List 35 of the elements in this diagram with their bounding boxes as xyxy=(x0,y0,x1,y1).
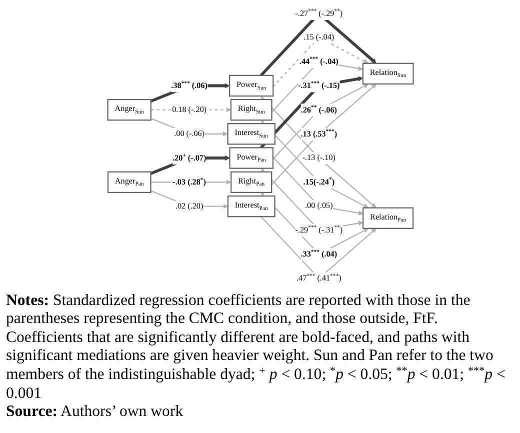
edge-label: -.29$^{***}$ (-.31$^{**}$) xyxy=(294,224,342,235)
edge-label: -.13 (-.10) xyxy=(302,154,335,162)
variable-box: Power$_{Sun}$ xyxy=(228,74,274,97)
arrow xyxy=(260,120,368,208)
edge-label: -.31$^{***}$ (-.15) xyxy=(298,80,340,90)
variable-box: Power$_{Pan}$ xyxy=(228,147,274,169)
edge-label: .00 (.05) xyxy=(304,202,332,210)
edge-label: .38$^{***}$ (.06) xyxy=(170,80,207,90)
variable-box: Relation$_{Sun}$ xyxy=(362,62,414,85)
variable-box: Right$_{Pan}$ xyxy=(230,171,272,194)
variable-box: Right$_{Sun}$ xyxy=(230,98,272,121)
edge-label: .15(-.24$^{*}$) xyxy=(302,176,334,187)
edge-label: .26$^{**}$ (-.06) xyxy=(300,104,336,114)
variable-box: Anger$_{Pan}$ xyxy=(106,171,151,194)
variable-box: Relation$_{Pan}$ xyxy=(362,207,414,230)
edge-label: .15 (-.04) xyxy=(303,33,334,42)
edge-label: .02 (.20) xyxy=(174,202,203,211)
arrow xyxy=(260,84,376,196)
arrow xyxy=(260,84,368,172)
edge-label: .13 (.53$^{***}$) xyxy=(300,128,337,139)
edge-label: .20$^{+}$ (-.07) xyxy=(172,152,206,163)
arrow xyxy=(259,76,363,149)
arrow xyxy=(260,96,376,208)
edge-label: .47$^{***}$ (.41$^{***}$) xyxy=(296,272,341,284)
edge-label: .33$^{***}$ (.04) xyxy=(300,248,337,259)
edge-label: -.03 (.28$^{*}$) xyxy=(172,176,206,187)
edge-label: -.27$^{***}$ (-.29$^{**}$) xyxy=(294,8,342,18)
edge-label: .00 (-.06) xyxy=(174,130,204,138)
variable-box: Interest$_{Pan}$ xyxy=(226,195,275,218)
variable-box: Anger$_{Sun}$ xyxy=(106,98,151,121)
variable-box: Interest$_{Sun}$ xyxy=(226,123,275,145)
edge-label: 0.18 (-.20) xyxy=(172,105,206,114)
edge-label: .44$^{***}$ (-.04) xyxy=(298,56,338,66)
notes-text: Notes: Standardized regression coefficients are reported with those in the parentheses representing the CMC condition, and those outside, FtF. Coefficients that are significantly different are bold-faced, and paths with significant mediations are given heavier weight. Sun and Pan refer to the two members of the indistinguishable dyad; $^{+}$ p < 0.10; $^{*}$p < 0.05; $^{**}$p < 0.01; $^{***}$p < 0.001 xyxy=(6,292,506,404)
source-note: Source: Authors’ own work xyxy=(6,403,184,422)
